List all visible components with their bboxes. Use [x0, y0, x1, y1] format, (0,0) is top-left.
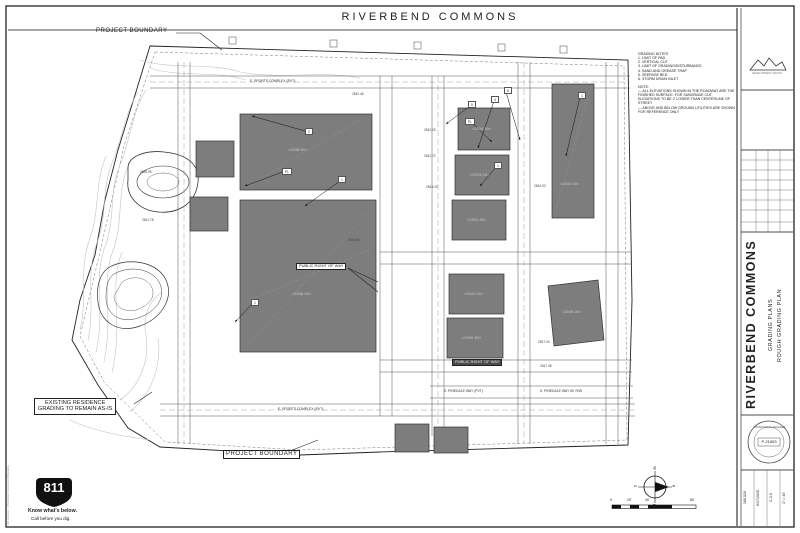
scale-tick-80: 80' — [690, 498, 695, 502]
street-lines — [150, 62, 635, 444]
compass-s: S — [633, 484, 638, 488]
spot-elevation: 2544.65 — [348, 238, 360, 242]
keynote-pl: PL — [465, 118, 475, 125]
spot-elevation: 2547.04 — [538, 340, 550, 344]
pad-elevation: <2536.00> — [292, 292, 312, 296]
keynote-1: 1 — [251, 299, 259, 306]
spot-elevation: 2547.48 — [540, 364, 552, 368]
stamp-number: P-21653 — [761, 438, 777, 444]
keynote-2: 2 — [305, 128, 313, 135]
compass-e: E — [652, 503, 657, 507]
street-label-pinedale-rw: S. PINEDALE WAY 50' R/W — [540, 389, 583, 393]
contour-lines — [69, 59, 361, 441]
keynote-1: 1 — [578, 92, 586, 99]
compass-w: W — [652, 466, 657, 470]
scale-tick-20: 20' — [627, 498, 632, 502]
grading-note-item: 2. VERTICAL CUT — [638, 60, 668, 65]
revision-table — [741, 150, 793, 232]
spot-elevation: 2544.00 — [534, 184, 546, 188]
existing-residence-line1: EXISTING RESIDENCE — [45, 400, 106, 406]
project-boundary-label-top: PROJECT BOUNDARY — [96, 28, 168, 34]
spot-elevation: 2542.48 — [352, 92, 364, 96]
street-label-top: E. SPORTS COMPLEX (PVT) — [250, 79, 296, 83]
keynote-6: 6 — [504, 87, 512, 94]
grading-note-item: 1. LIMIT OF PAD — [638, 56, 666, 61]
titleblock-sheet-title: ROUGH GRADING PLAN — [777, 288, 783, 362]
scale-tick-40: 40' — [645, 498, 650, 502]
project-boundary-label-bottom: PROJECT BOUNDARY — [223, 450, 301, 459]
field-sheet-number: C-3.0 — [769, 493, 773, 503]
call-811-shield-icon — [36, 478, 72, 507]
pad-elevation: <2531.50> — [467, 218, 487, 222]
spot-elevation: 2541.78 — [142, 218, 154, 222]
spot-elevation: 2539.95 — [140, 170, 152, 174]
project-boundary-line — [71, 45, 633, 456]
call-811-line2: Call before you dig. — [31, 516, 71, 521]
street-label-pinedale-pvt: S. PINEDALE WAY (PVT) — [444, 389, 483, 393]
pad-elevation: <2533.00> — [470, 173, 490, 177]
compass-n: N — [671, 484, 676, 488]
building-pads — [189, 83, 605, 454]
north-arrow-icon — [638, 471, 672, 503]
pad-elevation: <2534.50> — [472, 127, 492, 131]
note-item: — ABOVE AND BELOW GROUND UTILITIES ARE S… — [638, 105, 735, 114]
engineer-stamp-icon — [747, 420, 791, 464]
pad-elevation: <2538.50> — [288, 148, 308, 152]
spot-elevation: 2542.70 — [424, 154, 436, 158]
scale-bar — [611, 504, 697, 509]
call-811-number: 811 — [43, 480, 65, 495]
grading-note-item: 3. LIMIT OF GRADING/DISTURBANCE — [638, 64, 702, 69]
keynote-4: 4 — [491, 96, 499, 103]
grading-notes: GRADING NOTES 1. LIMIT OF PAD 2. VERTICA… — [638, 52, 735, 114]
existing-residence-line2: GRADING TO REMAIN AS-IS — [38, 406, 113, 413]
pad-elevation: <2546.00> — [562, 310, 582, 314]
stamp-ring-text: PROFESSIONAL ENGINEER — [753, 426, 786, 429]
field-date: 6/17/2025 — [756, 490, 760, 506]
public-row-label-2: PUBLIC RIGHT OF WAY — [452, 359, 503, 366]
logo-mountain-icon — [749, 57, 787, 71]
public-row-label-1: PUBLIC RIGHT OF WAY — [296, 263, 347, 270]
pad-elevation: <2542.00> — [464, 292, 484, 296]
keynote-1: 1 — [494, 162, 502, 169]
spot-elevation: 2542.15 — [424, 128, 436, 132]
spot-elevation: 2543.20 — [426, 185, 438, 189]
note-item: — ALL ELEVATIONS SHOWN IN THE ROADWAY AR… — [638, 89, 735, 106]
grading-notes-heading: GRADING NOTES — [638, 52, 669, 56]
titleblock-set-title: GRADING PLANS — [768, 298, 774, 352]
note-heading: NOTE: — [638, 84, 649, 89]
keynote-pl: PL — [282, 168, 292, 175]
basin-feature — [127, 151, 199, 213]
titleblock-project-name: RIVERBEND COMMONS — [744, 239, 758, 409]
pad-elevation: <2539.00> — [560, 182, 580, 186]
logo-caption: DEVELOPMENT GROUP — [752, 72, 782, 75]
file-location-note: File Location: ...\Riverbend Commons\CAD… — [7, 465, 10, 525]
scale-tick-0: 0 — [610, 498, 612, 502]
call-811-line1: Know what's below. — [28, 508, 77, 514]
keynote-5: 5 — [468, 101, 476, 108]
keynote-1: 1 — [338, 176, 346, 183]
pad-elevation: <2540.50> — [462, 336, 482, 340]
sheet-title: RIVERBEND COMMONS — [341, 11, 519, 23]
field-scale: 1" = 40' — [782, 491, 786, 505]
existing-residence-note: EXISTING RESIDENCE GRADING TO REMAIN AS-… — [34, 398, 117, 415]
grading-note-item: 4. SAND AND GREASE TRAP — [638, 68, 687, 73]
grading-note-item: 6. STORM DRAIN INLET — [638, 76, 679, 81]
field-job-number: 160.020 — [743, 491, 747, 505]
grading-note-item: 5. SEEPAGE BED — [638, 72, 668, 77]
street-label-bottom: E. SPORTS COMPLEX (PVT) — [278, 407, 324, 411]
